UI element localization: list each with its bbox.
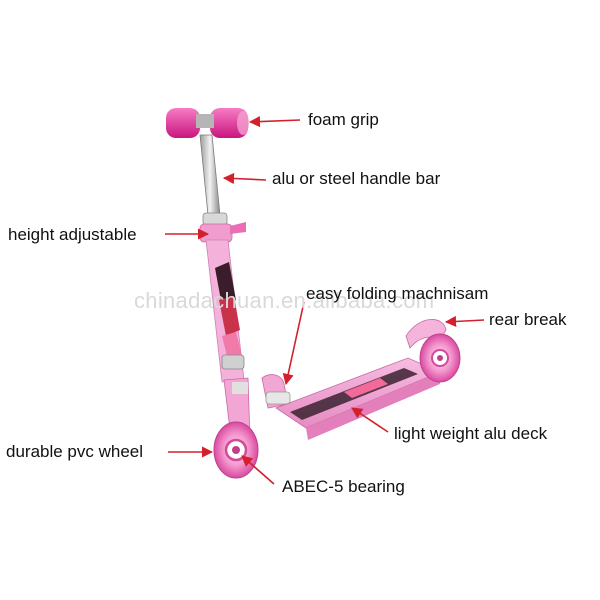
rear-wheel (419, 333, 461, 383)
folding-mechanism (261, 374, 291, 409)
label-foam-grip: foam grip (308, 110, 379, 129)
height-adjust-clamp (199, 212, 246, 243)
label-height-adjustable: height adjustable (8, 225, 137, 244)
arrow-rear-break (444, 315, 485, 328)
label-rear-break: rear break (489, 310, 567, 329)
label-wheel: durable pvc wheel (6, 442, 144, 461)
foam-grip (166, 108, 249, 138)
arrow-deck (351, 407, 389, 433)
arrow-handle-bar (222, 172, 267, 185)
label-easy-folding: easy folding machnisam (306, 284, 489, 303)
arrow-bearing (241, 455, 275, 485)
handle-bar (199, 134, 221, 216)
callout-arrows (165, 116, 485, 485)
arrow-foam-grip (248, 116, 301, 128)
watermark-text: chinadachuan.en.alibaba.com (134, 288, 435, 313)
steering-tube (205, 239, 245, 383)
label-handle-bar: alu or steel handle bar (272, 169, 441, 188)
label-deck: light weight alu deck (394, 424, 548, 443)
front-wheel (213, 421, 259, 479)
arrow-folding (282, 301, 305, 386)
label-bearing: ABEC-5 bearing (282, 477, 405, 496)
